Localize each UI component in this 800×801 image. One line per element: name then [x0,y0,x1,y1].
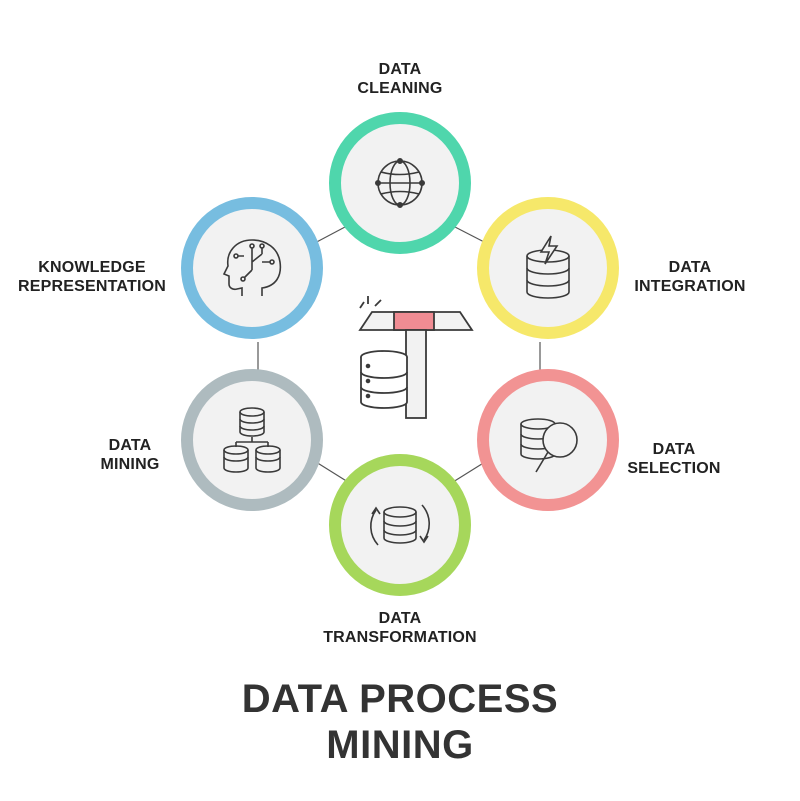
connector-transformation-mining [315,461,349,483]
label-line2: SELECTION [627,460,721,477]
label-data-mining: DATA MINING [70,436,190,474]
head-circuit-icon [222,239,282,296]
stage-knowledge [181,197,323,339]
stage-ring [477,197,619,339]
label-line2: TRANSFORMATION [323,629,477,646]
database-hierarchy-icon [223,407,281,473]
label-line1: DATA [108,437,152,454]
label-line2: REPRESENTATION [18,278,166,295]
stage-transformation [329,454,471,596]
database-lightning-icon [526,235,570,299]
label-data-integration: DATA INTEGRATION [620,258,760,296]
label-line2: CLEANING [357,80,443,97]
stage-cleaning [329,112,471,254]
label-data-cleaning: DATA CLEANING [330,60,470,98]
label-knowledge-representation: KNOWLEDGE REPRESENTATION [6,258,178,296]
stage-mining [181,369,323,511]
pickaxe-database-icon [358,296,474,419]
stage-integration [477,197,619,339]
label-line1: DATA [668,259,712,276]
title-line1: DATA PROCESS [241,677,559,721]
title-line2: MINING [326,723,474,767]
database-cycle-icon [370,504,430,546]
label-line2: MINING [100,456,160,473]
database-magnifier-icon [520,418,578,473]
label-line2: INTEGRATION [634,278,746,295]
stage-selection [477,369,619,511]
label-data-transformation: DATA TRANSFORMATION [300,609,500,647]
label-line1: DATA [378,610,422,627]
connector-selection-transformation [452,461,486,483]
label-line1: DATA [652,441,696,458]
stage-ring [329,454,471,596]
label-line1: DATA [378,61,422,78]
label-data-selection: DATA SELECTION [604,440,744,478]
page-title: DATA PROCESS MINING [0,676,800,768]
globe-icon [374,158,425,209]
label-line1: KNOWLEDGE [38,259,146,276]
